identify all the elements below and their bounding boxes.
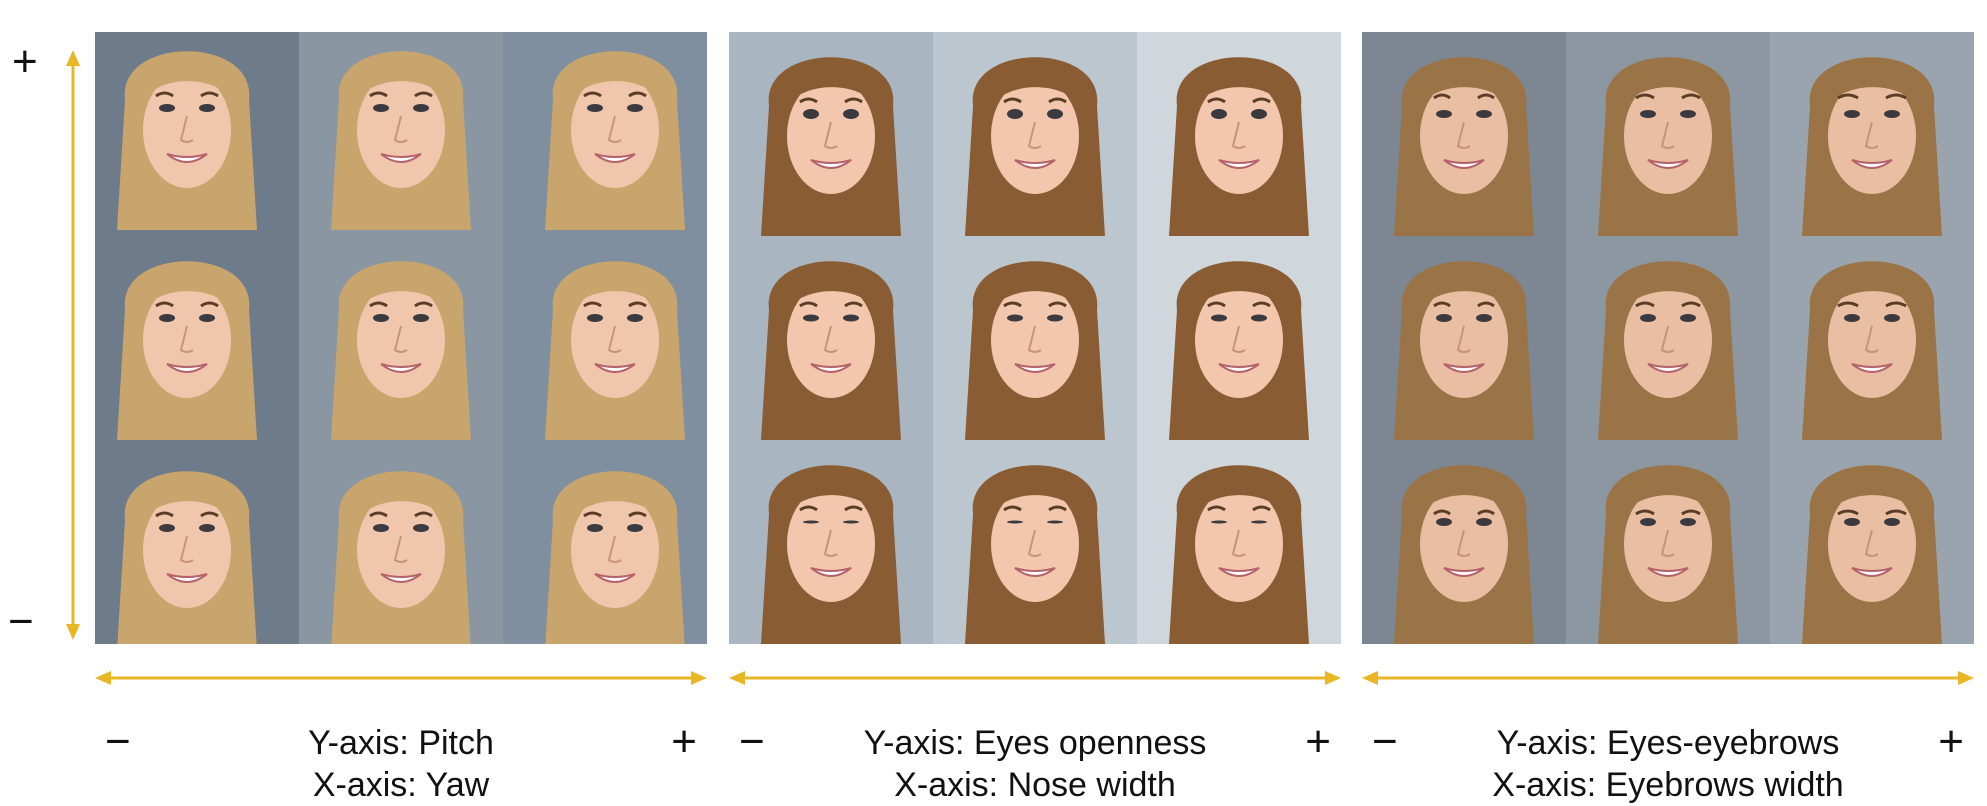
- panel-pitch-yaw: − + Y-axis: Pitch X-axis: Yaw: [95, 32, 707, 804]
- face-grid: [1362, 32, 1974, 644]
- face-image: [1566, 32, 1770, 236]
- horizontal-axis-arrow: [1362, 671, 1974, 685]
- face-image: [1362, 32, 1566, 236]
- face-image: [729, 440, 933, 644]
- face-image: [1362, 236, 1566, 440]
- x-axis-label: X-axis: Nose width: [894, 766, 1176, 804]
- face-image: [1566, 440, 1770, 644]
- face-image: [299, 440, 503, 644]
- panel-eyebrows: − + Y-axis: Eyes-eyebrows X-axis: Eyebro…: [1362, 32, 1974, 804]
- face-image: [299, 236, 503, 440]
- axis-caption: Y-axis: Pitch X-axis: Yaw: [95, 722, 707, 806]
- vertical-axis-arrow: [66, 50, 80, 640]
- axis-caption: Y-axis: Eyes openness X-axis: Nose width: [729, 722, 1341, 806]
- face-image: [933, 32, 1137, 236]
- horizontal-axis-minus: −: [105, 717, 131, 766]
- face-image: [1137, 440, 1341, 644]
- face-image: [1137, 236, 1341, 440]
- face-image: [1362, 440, 1566, 644]
- horizontal-axis-arrow: [729, 671, 1341, 685]
- face-image: [95, 32, 299, 236]
- face-image: [1137, 32, 1341, 236]
- axis-caption: Y-axis: Eyes-eyebrows X-axis: Eyebrows w…: [1362, 722, 1974, 806]
- face-image: [299, 32, 503, 236]
- panel-eyes-nose: − + Y-axis: Eyes openness X-axis: Nose w…: [729, 32, 1341, 804]
- face-image: [503, 236, 707, 440]
- face-image: [729, 236, 933, 440]
- vertical-axis-minus: −: [8, 597, 34, 646]
- face-image: [1770, 236, 1974, 440]
- face-image: [729, 32, 933, 236]
- horizontal-axis-plus: +: [1938, 717, 1964, 766]
- horizontal-axis-plus: +: [1305, 717, 1331, 766]
- y-axis-label: Y-axis: Eyes openness: [863, 724, 1207, 762]
- face-image: [95, 236, 299, 440]
- face-image: [1566, 236, 1770, 440]
- face-image: [1770, 32, 1974, 236]
- horizontal-axis-minus: −: [1372, 717, 1398, 766]
- horizontal-axis-minus: −: [739, 717, 765, 766]
- x-axis-label: X-axis: Eyebrows width: [1492, 766, 1844, 804]
- face-image: [933, 440, 1137, 644]
- horizontal-axis-plus: +: [671, 717, 697, 766]
- face-grid: [729, 32, 1341, 644]
- y-axis-label: Y-axis: Pitch: [308, 724, 494, 762]
- y-axis-label: Y-axis: Eyes-eyebrows: [1496, 724, 1840, 762]
- face-image: [933, 236, 1137, 440]
- face-image: [95, 440, 299, 644]
- face-image: [503, 440, 707, 644]
- vertical-axis-plus: +: [12, 37, 38, 86]
- face-image: [1770, 440, 1974, 644]
- x-axis-label: X-axis: Yaw: [312, 766, 490, 804]
- horizontal-axis-arrow: [95, 671, 707, 685]
- face-image: [503, 32, 707, 236]
- face-grid: [95, 32, 707, 644]
